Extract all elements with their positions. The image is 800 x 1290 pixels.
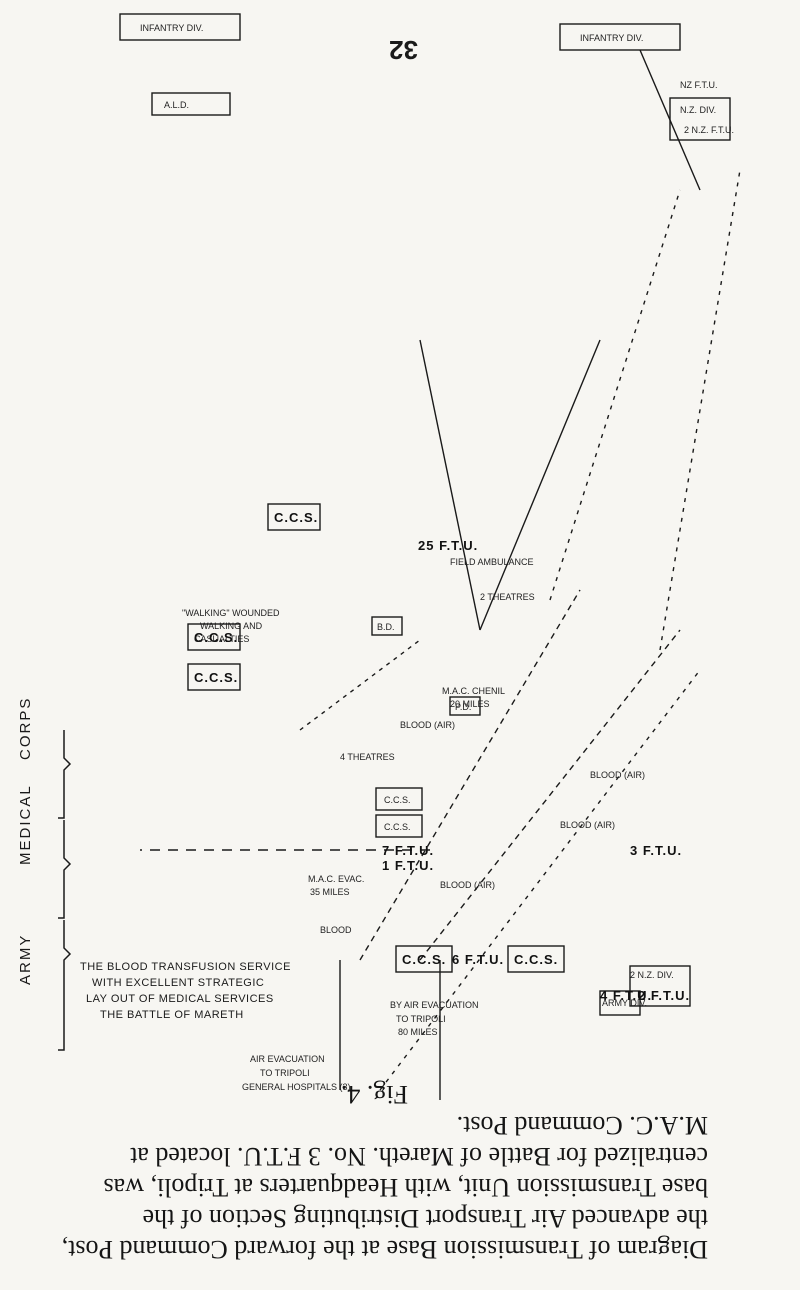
box-label-nz-div-2: N.Z. DIV. xyxy=(680,105,716,115)
label-35-miles: 35 MILES xyxy=(310,887,350,897)
box-army-div xyxy=(599,990,641,1016)
box-infantry-div-2 xyxy=(119,13,241,41)
label-gen-hosp: GENERAL HOSPITALS (3) xyxy=(242,1082,351,1092)
box-label-ftu-3: 3 F.T.U. xyxy=(630,843,682,858)
brace-medical xyxy=(58,820,72,919)
box-label-ftu-25: 25 F.T.U. xyxy=(418,538,478,553)
note-line-4: THE BATTLE OF MARETH xyxy=(100,1009,244,1021)
blood-label-4: BLOOD (AIR) xyxy=(400,720,455,730)
line-down-4 xyxy=(549,189,681,601)
box-ccs-1 xyxy=(395,945,453,973)
box-nz-ftu-top xyxy=(629,965,691,1007)
label-air-evac: BY AIR EVACUATION xyxy=(390,1000,479,1010)
label-2-theatres: 2 THEATRES xyxy=(480,592,535,602)
box-label-ftu-2: 2 F.T.U. xyxy=(638,988,690,1003)
blood-label-5: BLOOD xyxy=(320,925,352,935)
box-ccs-7 xyxy=(267,503,321,531)
note-line-1: THE BLOOD TRANSFUSION SERVICE xyxy=(80,961,291,973)
label-wounded: "WALKING" WOUNDED xyxy=(182,608,280,618)
area-label-medical: MEDICAL xyxy=(17,784,34,865)
box-nz-ftu-bottom xyxy=(669,97,731,141)
box-label-ccs-2: C.C.S. xyxy=(514,952,558,967)
service-note: THE BLOOD TRANSFUSION SERVICE WITH EXCEL… xyxy=(80,961,291,1021)
box-label-pd: P.D. xyxy=(455,702,471,712)
label-80-miles: 80 MILES xyxy=(398,1027,438,1037)
label-mac-chenil: M.A.C. CHENIL xyxy=(442,686,505,696)
line-down-1 xyxy=(479,339,601,631)
box-label-ftu-2nz: 2 N.Z. F.T.U. xyxy=(684,125,734,135)
box-ccs-4 xyxy=(375,787,423,811)
area-label-corps: CORPS xyxy=(17,697,34,760)
box-pd xyxy=(449,696,481,716)
box-ccs-2 xyxy=(507,945,565,973)
box-label-ccs-6: C.C.S. xyxy=(194,630,238,645)
brace-army xyxy=(58,920,72,1051)
label-walking: WALKING AND xyxy=(200,621,263,631)
label-air-evac-2: AIR EVACUATION xyxy=(250,1054,325,1064)
blood-label-3: BLOOD (AIR) xyxy=(590,770,645,780)
area-label-army: ARMY xyxy=(17,934,34,985)
blood-labels: BLOOD (AIR) BLOOD (AIR) BLOOD (AIR) BLOO… xyxy=(320,720,645,935)
brace-corps xyxy=(58,730,72,819)
label-to-tripoli: TO TRIPOLI xyxy=(396,1014,446,1024)
box-infantry-div-1 xyxy=(559,23,681,51)
centre-labels: 80 MILES TO TRIPOLI BY AIR EVACUATION 35… xyxy=(182,557,535,1092)
box-label-ccs-3: C.C.S. xyxy=(384,822,411,832)
box-label-ccs-7: C.C.S. xyxy=(274,510,318,525)
label-to-tripoli-2: TO TRIPOLI xyxy=(260,1068,310,1078)
note-line-2: WITH EXCELLENT STRATEGIC xyxy=(92,977,264,989)
diag-line-1 xyxy=(419,629,681,961)
line-down-5 xyxy=(659,169,741,651)
box-ccs-5 xyxy=(187,663,241,691)
label-casualties: CASUALTIES xyxy=(194,634,249,644)
diag-line-3 xyxy=(379,669,701,1091)
box-label-ftu-6: 6 F.T.U. xyxy=(452,952,504,967)
box-label-nz-ftu: NZ F.T.U. xyxy=(680,80,718,90)
blood-label-2: BLOOD (AIR) xyxy=(560,820,615,830)
box-ald xyxy=(151,92,231,116)
label-mac-evac: M.A.C. EVAC. xyxy=(308,874,364,884)
box-label-ftu-7: 7 F.T.U. xyxy=(382,843,434,858)
box-label-ccs-1: C.C.S. xyxy=(402,952,446,967)
blood-label-1: BLOOD (AIR) xyxy=(440,880,495,890)
label-20-miles: 20 MILES xyxy=(450,699,490,709)
box-label-ald: A.L.D. xyxy=(164,100,189,110)
box-labels: C.C.S. C.C.S. C.C.S. C.C.S. C.C.S. C.C.S… xyxy=(140,23,734,1008)
box-label-army-div: ARMY DIV. xyxy=(602,998,647,1008)
box-label-bd: B.D. xyxy=(377,622,395,632)
diag-line-2 xyxy=(359,589,581,961)
note-line-3: LAY OUT OF MEDICAL SERVICES xyxy=(86,993,274,1005)
box-label-infantry-div-2: INFANTRY DIV. xyxy=(140,23,203,33)
box-label-infantry-div-1: INFANTRY DIV. xyxy=(580,33,643,43)
box-label-ccs-4: C.C.S. xyxy=(384,795,411,805)
box-label-nz-div: 2 N.Z. DIV. xyxy=(630,970,674,980)
box-ccs-6 xyxy=(187,623,241,651)
box-bd xyxy=(371,616,403,636)
box-ccs-3 xyxy=(375,814,423,838)
line-down-2 xyxy=(419,339,481,631)
label-field-amb: FIELD AMBULANCE xyxy=(450,557,534,567)
box-label-ccs-5: C.C.S. xyxy=(194,670,238,685)
line-curve-1 xyxy=(299,639,421,731)
box-label-ftu-4: 4 F.T.U. xyxy=(600,988,652,1003)
label-4-theatres: 4 THEATRES xyxy=(340,752,395,762)
box-label-ftu-1: 1 F.T.U. xyxy=(382,858,434,873)
